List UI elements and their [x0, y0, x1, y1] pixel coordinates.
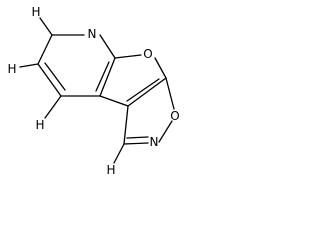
- bond-c7a-c3a: [99, 57, 116, 97]
- bond-c4-h: [44, 95, 62, 119]
- atom-n-pyridine: N: [88, 27, 97, 41]
- molecule-drawing: N O O N H H H H: [7, 5, 179, 177]
- atom-h-c3: H: [7, 62, 16, 76]
- bond-c4-c3: [37, 63, 62, 97]
- atom-o-furan: O: [143, 47, 152, 61]
- bond-c3-c2: [37, 34, 53, 65]
- bond-c8a-c3b: [127, 77, 167, 107]
- bond-c7a-o: [114, 54, 142, 59]
- bond-c2-h: [39, 17, 53, 36]
- atom-n-isoxazole: N: [150, 135, 159, 149]
- bond-o-c8a: [154, 57, 167, 79]
- bond-c8a-c3b-double: [126, 78, 160, 102]
- bond-n2-c3i: [123, 142, 149, 145]
- bond-n1-c7a: [99, 34, 116, 59]
- bond-c3i-c3b: [123, 105, 129, 145]
- bond-c7a-c3a-double: [95, 61, 110, 92]
- bond-n2-c3i-double: [126, 136, 149, 139]
- bond-c8a-o2: [165, 77, 175, 110]
- atom-o-isoxazole: O: [170, 109, 179, 123]
- atom-h-c3-isoxazole: H: [106, 163, 115, 177]
- atom-h-c2: H: [31, 5, 40, 19]
- bond-c4-c3-double: [44, 62, 66, 91]
- bond-c3i-h: [113, 143, 125, 164]
- atom-h-c4: H: [35, 118, 44, 132]
- bond-o2-n2: [158, 120, 173, 143]
- structure-diagram: N O O N H H H H: [0, 0, 205, 177]
- bond-c3-h: [19, 63, 39, 68]
- bond-c3b-c3a: [99, 95, 129, 107]
